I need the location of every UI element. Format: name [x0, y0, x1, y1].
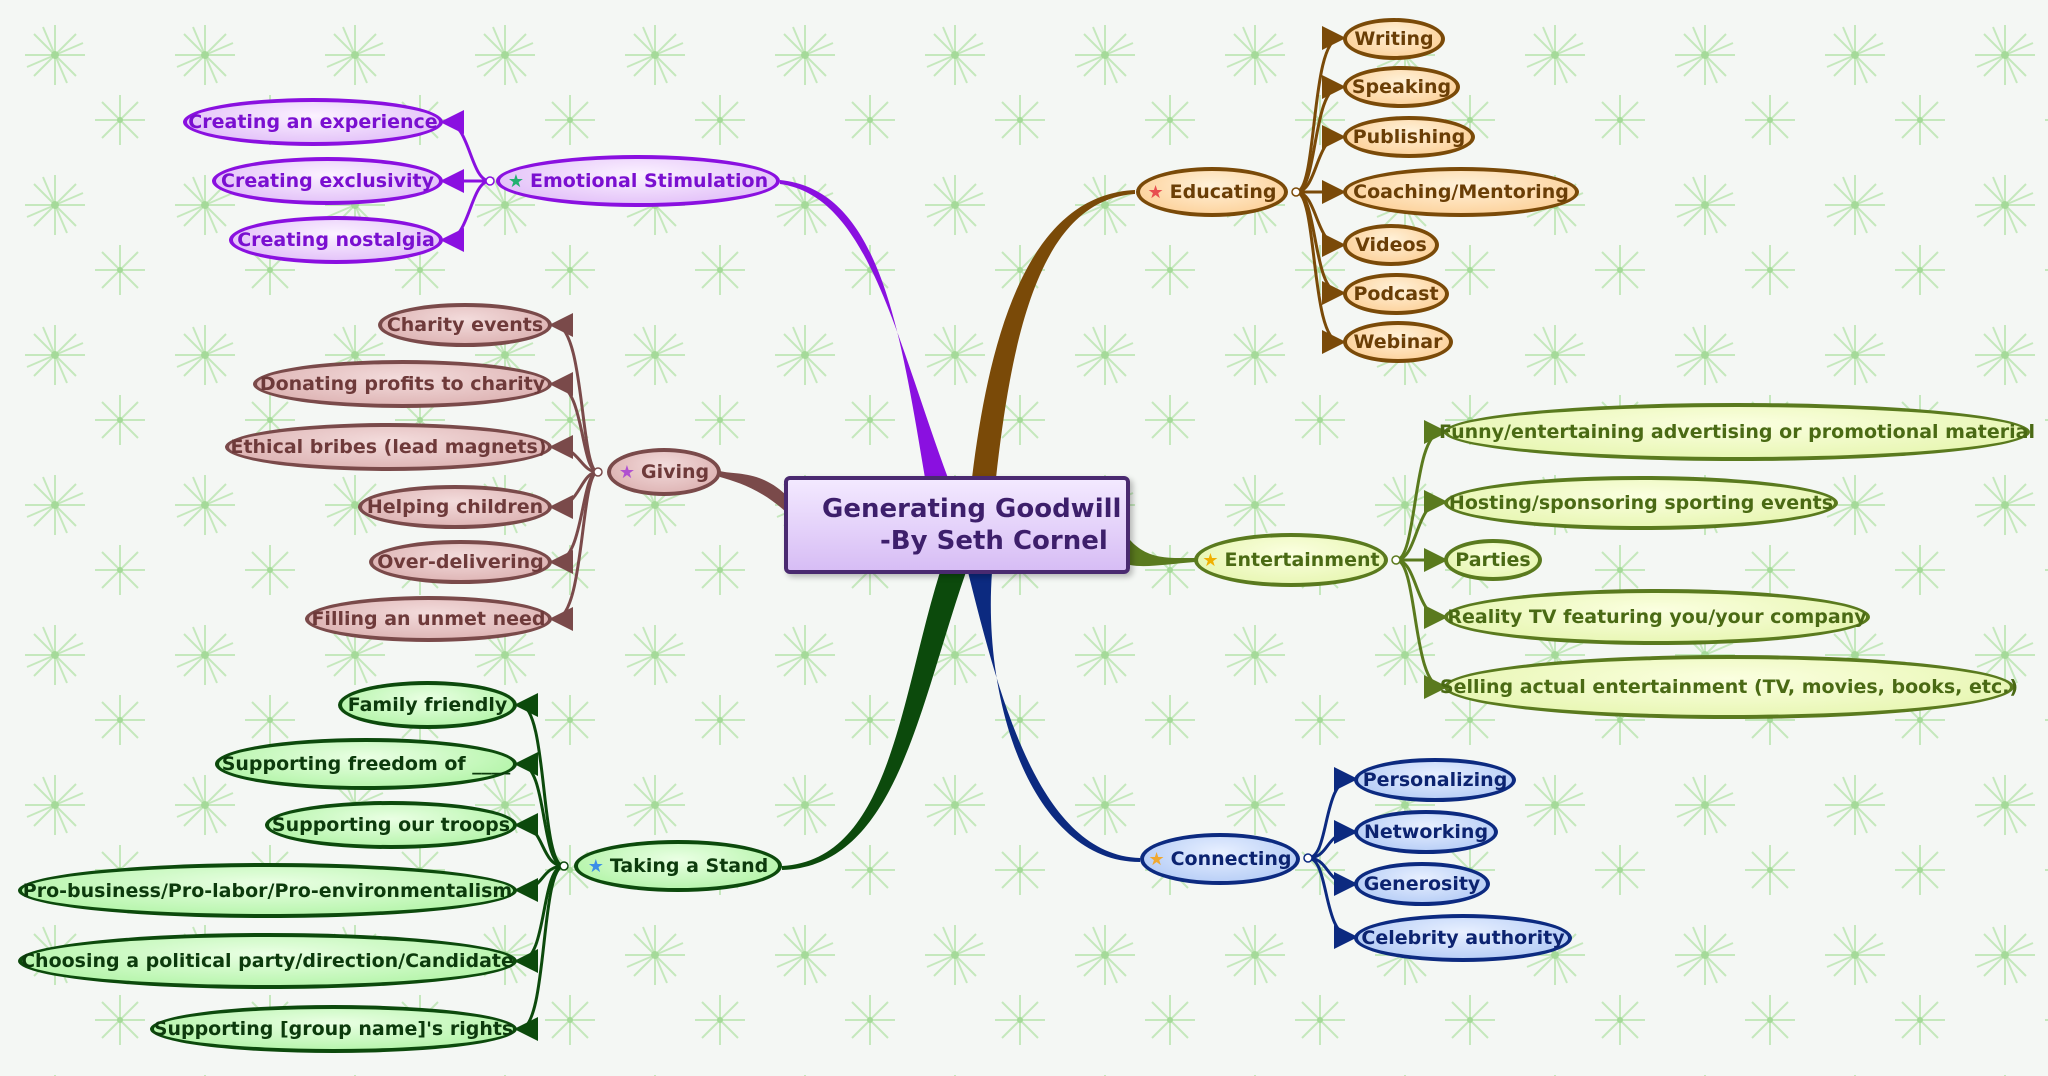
subtopic-educating-6[interactable]: Podcast: [1343, 273, 1449, 315]
subtopic-entertainment-5[interactable]: Selling actual entertainment (TV, movies…: [1440, 655, 2018, 719]
subtopic-connecting-4[interactable]: Celebrity authority: [1354, 914, 1572, 962]
star-icon: ★: [587, 855, 604, 877]
subtopic-entertainment-4[interactable]: Reality TV featuring you/your company: [1444, 589, 1870, 645]
subtopic-giving-5[interactable]: Over-delivering: [369, 540, 552, 584]
subtopic-giving-6[interactable]: Filling an unmet need: [305, 596, 552, 642]
star-icon: ★: [618, 461, 635, 483]
subtopic-entertainment-2[interactable]: Hosting/sponsoring sporting events: [1444, 476, 1838, 530]
subtopic-giving-4[interactable]: Helping children: [358, 485, 552, 529]
subtopic-educating-3[interactable]: Publishing: [1343, 116, 1475, 158]
topic-label: Giving: [641, 461, 710, 483]
topic-emotional-stimulation[interactable]: ★ Emotional Stimulation: [496, 155, 780, 207]
topic-label: Educating: [1169, 181, 1277, 203]
topic-taking-a-stand[interactable]: ★ Taking a Stand: [574, 840, 782, 892]
subtopic-educating-5[interactable]: Videos: [1343, 224, 1439, 266]
topic-educating[interactable]: ★ Educating: [1136, 167, 1288, 217]
subtopic-connecting-3[interactable]: Generosity: [1354, 862, 1490, 906]
star-icon: ★: [1147, 181, 1164, 203]
subtopic-stand-1[interactable]: Family friendly: [338, 681, 517, 729]
subtopic-educating-2[interactable]: Speaking: [1343, 66, 1460, 108]
subtopic-emotional-2[interactable]: Creating exclusivity: [212, 157, 443, 205]
subtopic-stand-5[interactable]: Choosing a political party/direction/Can…: [18, 933, 517, 989]
subtopic-giving-2[interactable]: Donating profits to charity: [253, 360, 552, 408]
subtopic-stand-4[interactable]: Pro-business/Pro-labor/Pro-environmental…: [18, 863, 517, 918]
topic-connecting[interactable]: ★ Connecting: [1140, 833, 1300, 885]
central-topic-line1: Generating Goodwill: [822, 494, 1122, 524]
topic-label: Connecting: [1170, 848, 1292, 870]
subtopic-educating-4[interactable]: Coaching/Mentoring: [1343, 167, 1579, 217]
topic-label: Emotional Stimulation: [530, 170, 769, 192]
topic-giving[interactable]: ★ Giving: [607, 448, 721, 496]
topic-label: Taking a Stand: [609, 855, 769, 877]
star-icon: ★: [1148, 848, 1165, 870]
topic-label: Entertainment: [1224, 549, 1380, 571]
subtopic-giving-1[interactable]: Charity events: [378, 303, 552, 347]
subtopic-entertainment-3[interactable]: Parties: [1444, 539, 1542, 581]
subtopic-emotional-1[interactable]: Creating an experience: [183, 98, 443, 146]
subtopic-stand-3[interactable]: Supporting our troops: [265, 801, 517, 849]
star-icon: ★: [1202, 549, 1219, 571]
subtopic-connecting-1[interactable]: Personalizing: [1354, 758, 1516, 802]
central-topic[interactable]: Generating Goodwill -By Seth Cornel: [784, 476, 1130, 574]
topic-entertainment[interactable]: ★ Entertainment: [1194, 533, 1388, 587]
subtopic-educating-1[interactable]: Writing: [1343, 18, 1445, 60]
star-icon: ★: [507, 170, 525, 192]
subtopic-entertainment-1[interactable]: Funny/entertaining advertising or promot…: [1439, 403, 2035, 461]
subtopic-stand-2[interactable]: Supporting freedom of ____: [215, 738, 517, 790]
central-topic-line2: -By Seth Cornel: [880, 526, 1108, 556]
subtopic-stand-6[interactable]: Supporting [group name]'s rights: [150, 1005, 517, 1053]
subtopic-giving-3[interactable]: Ethical bribes (lead magnets): [225, 423, 552, 471]
subtopic-connecting-2[interactable]: Networking: [1354, 810, 1498, 854]
subtopic-educating-7[interactable]: Webinar: [1343, 321, 1453, 363]
subtopic-emotional-3[interactable]: Creating nostalgia: [229, 216, 443, 264]
